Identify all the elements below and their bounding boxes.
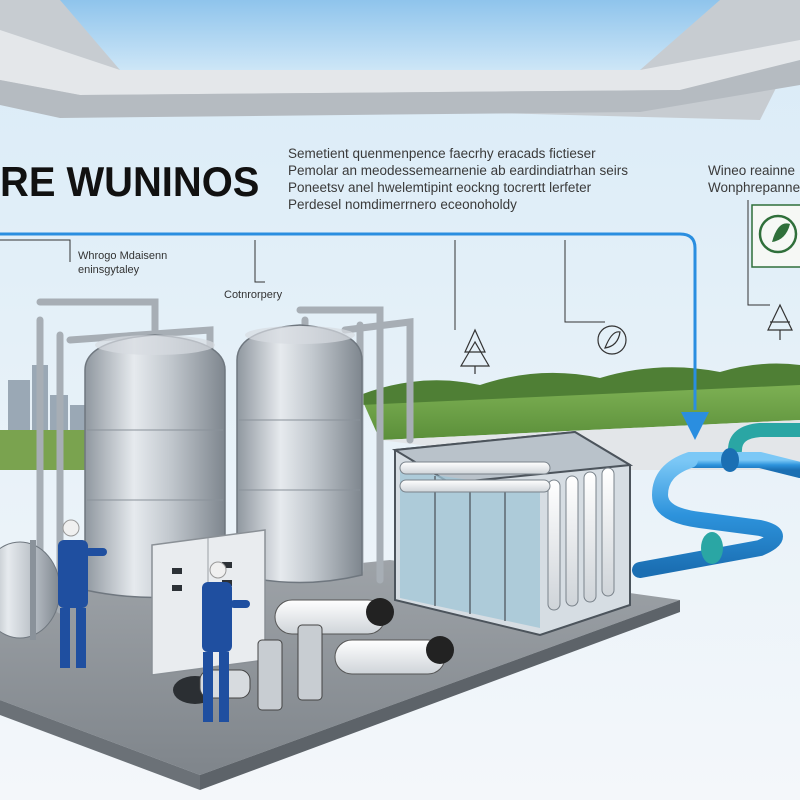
storage-tank-left: [84, 334, 226, 599]
side-text-line: Wonphrepanne: [708, 180, 800, 195]
recycle-leaf-icon: [751, 204, 800, 268]
description-line: Pemolar an meodessemearnenie ab eardindi…: [288, 163, 628, 178]
side-text-line: Wineo reainne: [708, 163, 796, 178]
connector-lines: [0, 200, 770, 440]
blue-pipeline: [632, 423, 800, 578]
description-line: Perdesel nomdimerrnero eceonoholdy: [288, 197, 517, 212]
membrane-filtration-rack: [391, 430, 634, 637]
callout-line: eninsgytaley: [78, 264, 140, 276]
tree-ecology-icon: [459, 328, 491, 374]
callout-label-tank: Cotnrorpery: [224, 289, 283, 301]
callout-label-left: Whrogo Mdaisenn eninsgytaley: [78, 249, 167, 277]
side-text-block: Wineo reainne Wonphrepanne: [708, 162, 800, 196]
page-title: RE WUNINOS: [0, 158, 260, 205]
leaf-eco-icon: [597, 325, 627, 355]
description-line: Semetient quenmenpence faecrhy eracads f…: [288, 146, 596, 161]
worker-left: [58, 519, 107, 668]
storage-tank-right: [236, 324, 363, 584]
callout-line: Whrogo Mdaisenn: [78, 250, 168, 262]
worker-right: [202, 561, 250, 722]
description-line: Poneetsv anel hwelemtipint eockng tocrer…: [288, 180, 592, 195]
description-block: Semetient quenmenpence faecrhy eracads f…: [288, 145, 668, 213]
pine-tree-icon: [767, 303, 793, 340]
ceiling: [0, 0, 800, 120]
